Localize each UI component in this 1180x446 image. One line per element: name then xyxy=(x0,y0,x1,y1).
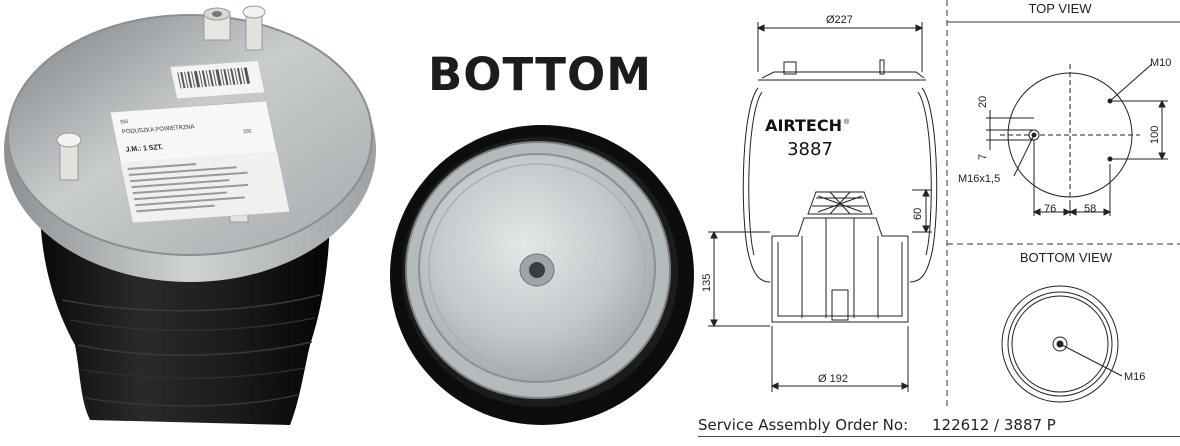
dim-20: 20 xyxy=(977,96,989,108)
m10-callout: M10 xyxy=(1150,57,1171,69)
footer-divider xyxy=(698,436,1180,437)
bottom-view-title: BOTTOM VIEW xyxy=(1020,250,1113,265)
label-number: 350 xyxy=(119,119,129,126)
product-photo-side: 350 PODUSZKA POWIETRZNA 350 J.M.: 1 SZT. xyxy=(4,5,376,425)
mounting-stud xyxy=(242,5,266,51)
product-photo-bottom xyxy=(390,125,694,425)
bottom-heading: BOTTOM xyxy=(428,48,653,101)
mounting-stud xyxy=(56,132,82,181)
dim-100: 100 xyxy=(1149,126,1161,144)
brand-name: AIRTECH xyxy=(765,116,842,135)
dim-piston-height: 60 xyxy=(912,208,924,220)
order-number-label: Service Assembly Order No: xyxy=(698,416,909,434)
air-fitting xyxy=(203,7,231,41)
m16-callout: M16 xyxy=(1124,371,1145,383)
bottom-view-drawing xyxy=(1001,285,1123,403)
technical-drawing: Ø227 AIRTECH ® 3887 60 135 Ø 192 TOP VIE… xyxy=(701,0,1180,410)
product-label: 350 PODUSZKA POWIETRZNA 350 J.M.: 1 SZT. xyxy=(109,59,290,224)
center-bolt-hole xyxy=(519,253,555,287)
dim-height: 135 xyxy=(701,274,713,292)
dim-76: 76 xyxy=(1044,203,1056,215)
side-section-drawing xyxy=(708,22,938,392)
top-view-drawing xyxy=(986,63,1168,216)
order-number-value: 122612 / 3887 P xyxy=(932,416,1056,434)
top-view-title: TOP VIEW xyxy=(1028,1,1092,16)
m16x15-callout: M16x1,5 xyxy=(958,173,1000,185)
label-product-name: PODUSZKA POWIETRZNA xyxy=(122,124,196,135)
brand-mark: ® xyxy=(844,118,850,126)
dim-58: 58 xyxy=(1084,203,1096,215)
barcode xyxy=(177,67,251,89)
label-unit: J.M.: 1 SZT. xyxy=(125,144,164,154)
dim-7: 7 xyxy=(977,154,989,160)
dim-top-diameter: Ø227 xyxy=(826,14,853,26)
label-number: 350 xyxy=(243,128,253,135)
part-number: 3887 xyxy=(787,139,833,160)
dim-bottom-diameter: Ø 192 xyxy=(818,373,848,385)
